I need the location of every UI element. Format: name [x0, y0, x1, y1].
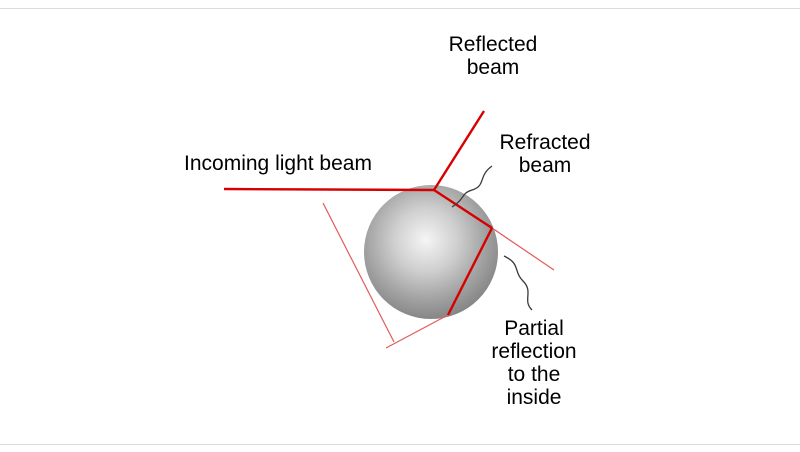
refracted-beam-pointer-squiggle: [451, 165, 493, 208]
label-reflected-beam: Reflected beam: [448, 33, 538, 79]
internal-reflection-beam-line: [446, 227, 494, 316]
left-exit-beam-line: [322, 202, 395, 343]
label-refracted-beam: Refracted beam: [499, 131, 591, 177]
partial-exit-beam-line: [491, 227, 555, 271]
water-droplet-sphere: [364, 185, 498, 319]
partial-reflection-pointer-squiggle: [503, 255, 533, 311]
label-incoming-beam: Incoming light beam: [184, 152, 372, 175]
bottom-exit-beam-line: [385, 314, 449, 349]
label-partial-reflection: Partial reflection to the inside: [491, 317, 577, 409]
incoming-beam-line: [223, 187, 435, 192]
refracted-beam-line: [433, 188, 493, 230]
reflected-beam-line: [432, 110, 486, 191]
